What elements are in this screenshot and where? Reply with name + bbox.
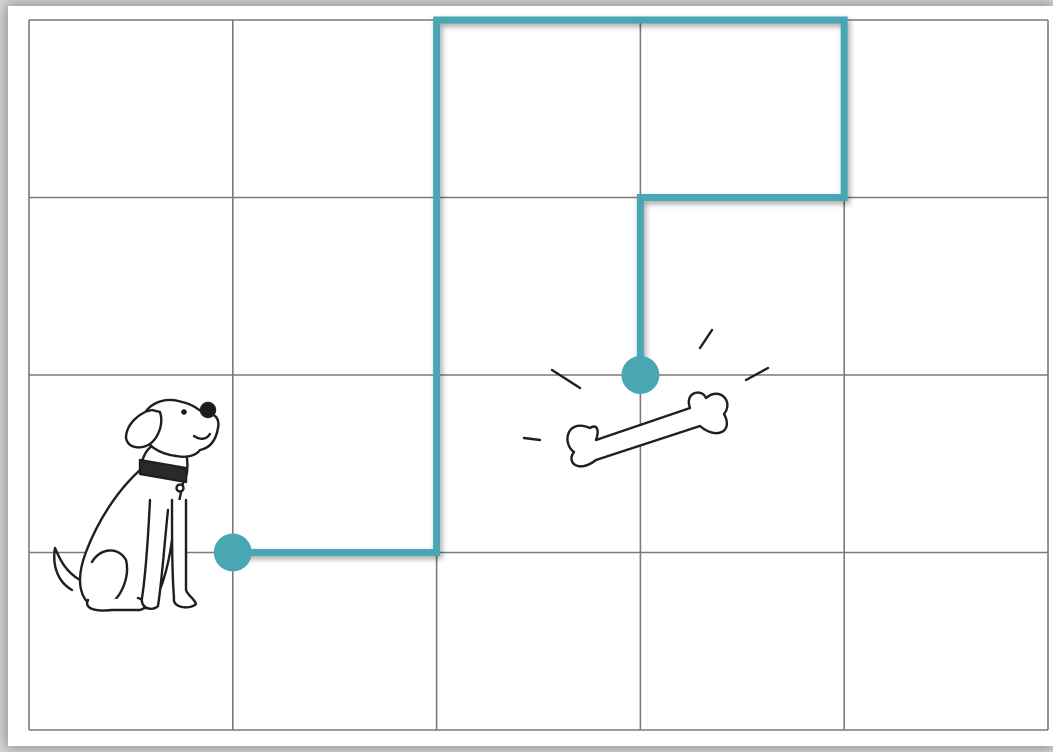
bone-icon <box>524 330 768 466</box>
end-point-marker <box>621 356 659 394</box>
route-path <box>233 20 844 553</box>
start-point-marker <box>214 534 252 572</box>
grid-lines <box>29 20 1048 730</box>
dog-icon <box>54 400 218 611</box>
